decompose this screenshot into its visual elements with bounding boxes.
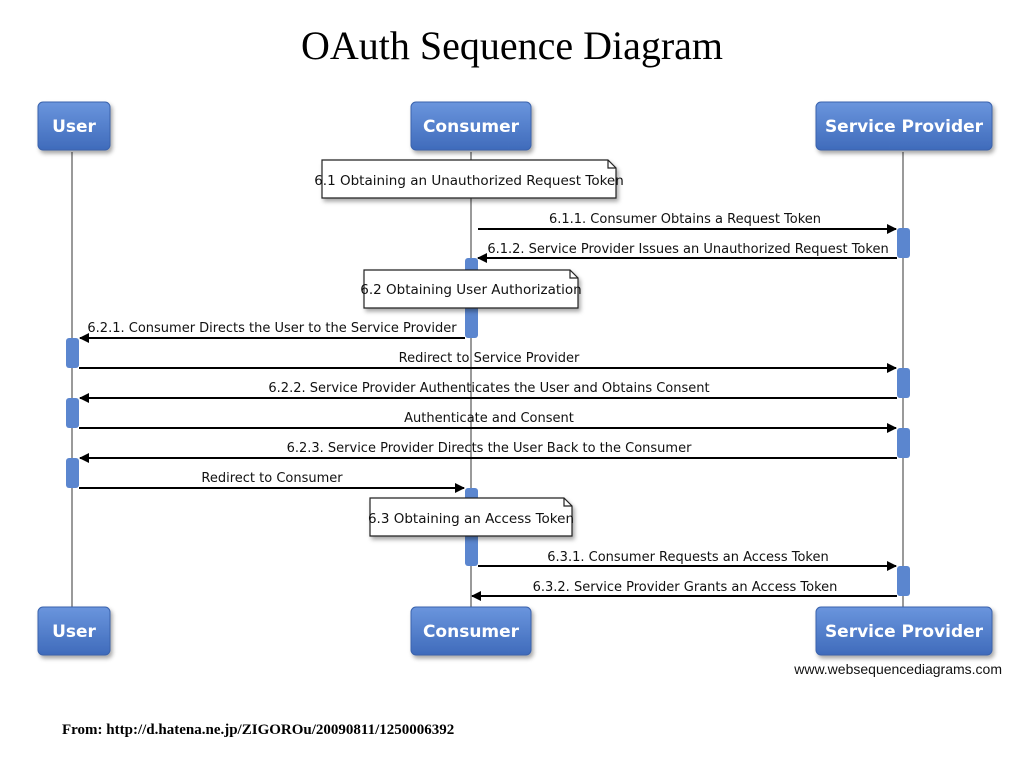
- message-label: 6.2.2. Service Provider Authenticates th…: [268, 381, 709, 396]
- message-label: 6.3.2. Service Provider Grants an Access…: [533, 580, 838, 595]
- participant-consumer-bottom: Consumer: [410, 606, 532, 656]
- activation-provider-1: [897, 228, 910, 258]
- activation-provider-2: [897, 368, 910, 398]
- message-redirect-to-consumer: Redirect to Consumer: [79, 471, 465, 493]
- activation-user-3: [66, 458, 79, 488]
- participant-label: Service Provider: [825, 117, 984, 137]
- message-label: Redirect to Service Provider: [399, 351, 580, 366]
- participant-user-top: User: [37, 101, 111, 151]
- messages: 6.1.1. Consumer Obtains a Request Token …: [79, 212, 897, 601]
- note-text: 6.3 Obtaining an Access Token: [368, 511, 574, 527]
- message-label: 6.1.2. Service Provider Issues an Unauth…: [487, 242, 888, 257]
- activation-user-1: [66, 338, 79, 368]
- source-citation: From: http://d.hatena.ne.jp/ZIGOROu/2009…: [62, 722, 455, 738]
- participant-label: User: [52, 117, 96, 137]
- message-label: Redirect to Consumer: [201, 471, 343, 486]
- message-6-2-1: 6.2.1. Consumer Directs the User to the …: [79, 321, 465, 343]
- sequence-diagram: User Consumer Service Provider User Cons…: [37, 101, 993, 656]
- message-6-2-2: 6.2.2. Service Provider Authenticates th…: [79, 381, 897, 403]
- message-label: Authenticate and Consent: [404, 411, 574, 426]
- participant-label: Consumer: [423, 117, 520, 137]
- participant-label: User: [52, 622, 96, 642]
- message-label: 6.1.1. Consumer Obtains a Request Token: [549, 212, 821, 227]
- message-label: 6.2.3. Service Provider Directs the User…: [287, 441, 693, 456]
- message-label: 6.3.1. Consumer Requests an Access Token: [547, 550, 828, 565]
- activation-provider-4: [897, 566, 910, 596]
- participant-consumer-top: Consumer: [410, 101, 532, 151]
- message-6-3-1: 6.3.1. Consumer Requests an Access Token: [478, 550, 897, 571]
- watermark-credit: www.websequencediagrams.com: [794, 661, 1002, 677]
- message-6-3-2: 6.3.2. Service Provider Grants an Access…: [471, 580, 897, 601]
- message-label: 6.2.1. Consumer Directs the User to the …: [87, 321, 457, 336]
- participant-provider-top: Service Provider: [815, 101, 993, 151]
- activation-user-2: [66, 398, 79, 428]
- participant-user-bottom: User: [37, 606, 111, 656]
- participant-provider-bottom: Service Provider: [815, 606, 993, 656]
- message-redirect-to-provider: Redirect to Service Provider: [79, 351, 897, 373]
- participant-label: Consumer: [423, 622, 520, 642]
- note-6-1: 6.1 Obtaining an Unauthorized Request To…: [314, 159, 624, 199]
- message-6-1-1: 6.1.1. Consumer Obtains a Request Token: [478, 212, 897, 234]
- message-6-1-2: 6.1.2. Service Provider Issues an Unauth…: [477, 242, 897, 263]
- note-6-3: 6.3 Obtaining an Access Token: [368, 497, 574, 537]
- note-6-2: 6.2 Obtaining User Authorization: [360, 269, 582, 309]
- note-text: 6.1 Obtaining an Unauthorized Request To…: [314, 173, 624, 189]
- message-authenticate-and-consent: Authenticate and Consent: [79, 411, 897, 433]
- activation-provider-3: [897, 428, 910, 458]
- page-title: OAuth Sequence Diagram: [300, 23, 724, 68]
- message-6-2-3: 6.2.3. Service Provider Directs the User…: [79, 441, 897, 463]
- participant-label: Service Provider: [825, 622, 984, 642]
- note-text: 6.2 Obtaining User Authorization: [360, 282, 581, 298]
